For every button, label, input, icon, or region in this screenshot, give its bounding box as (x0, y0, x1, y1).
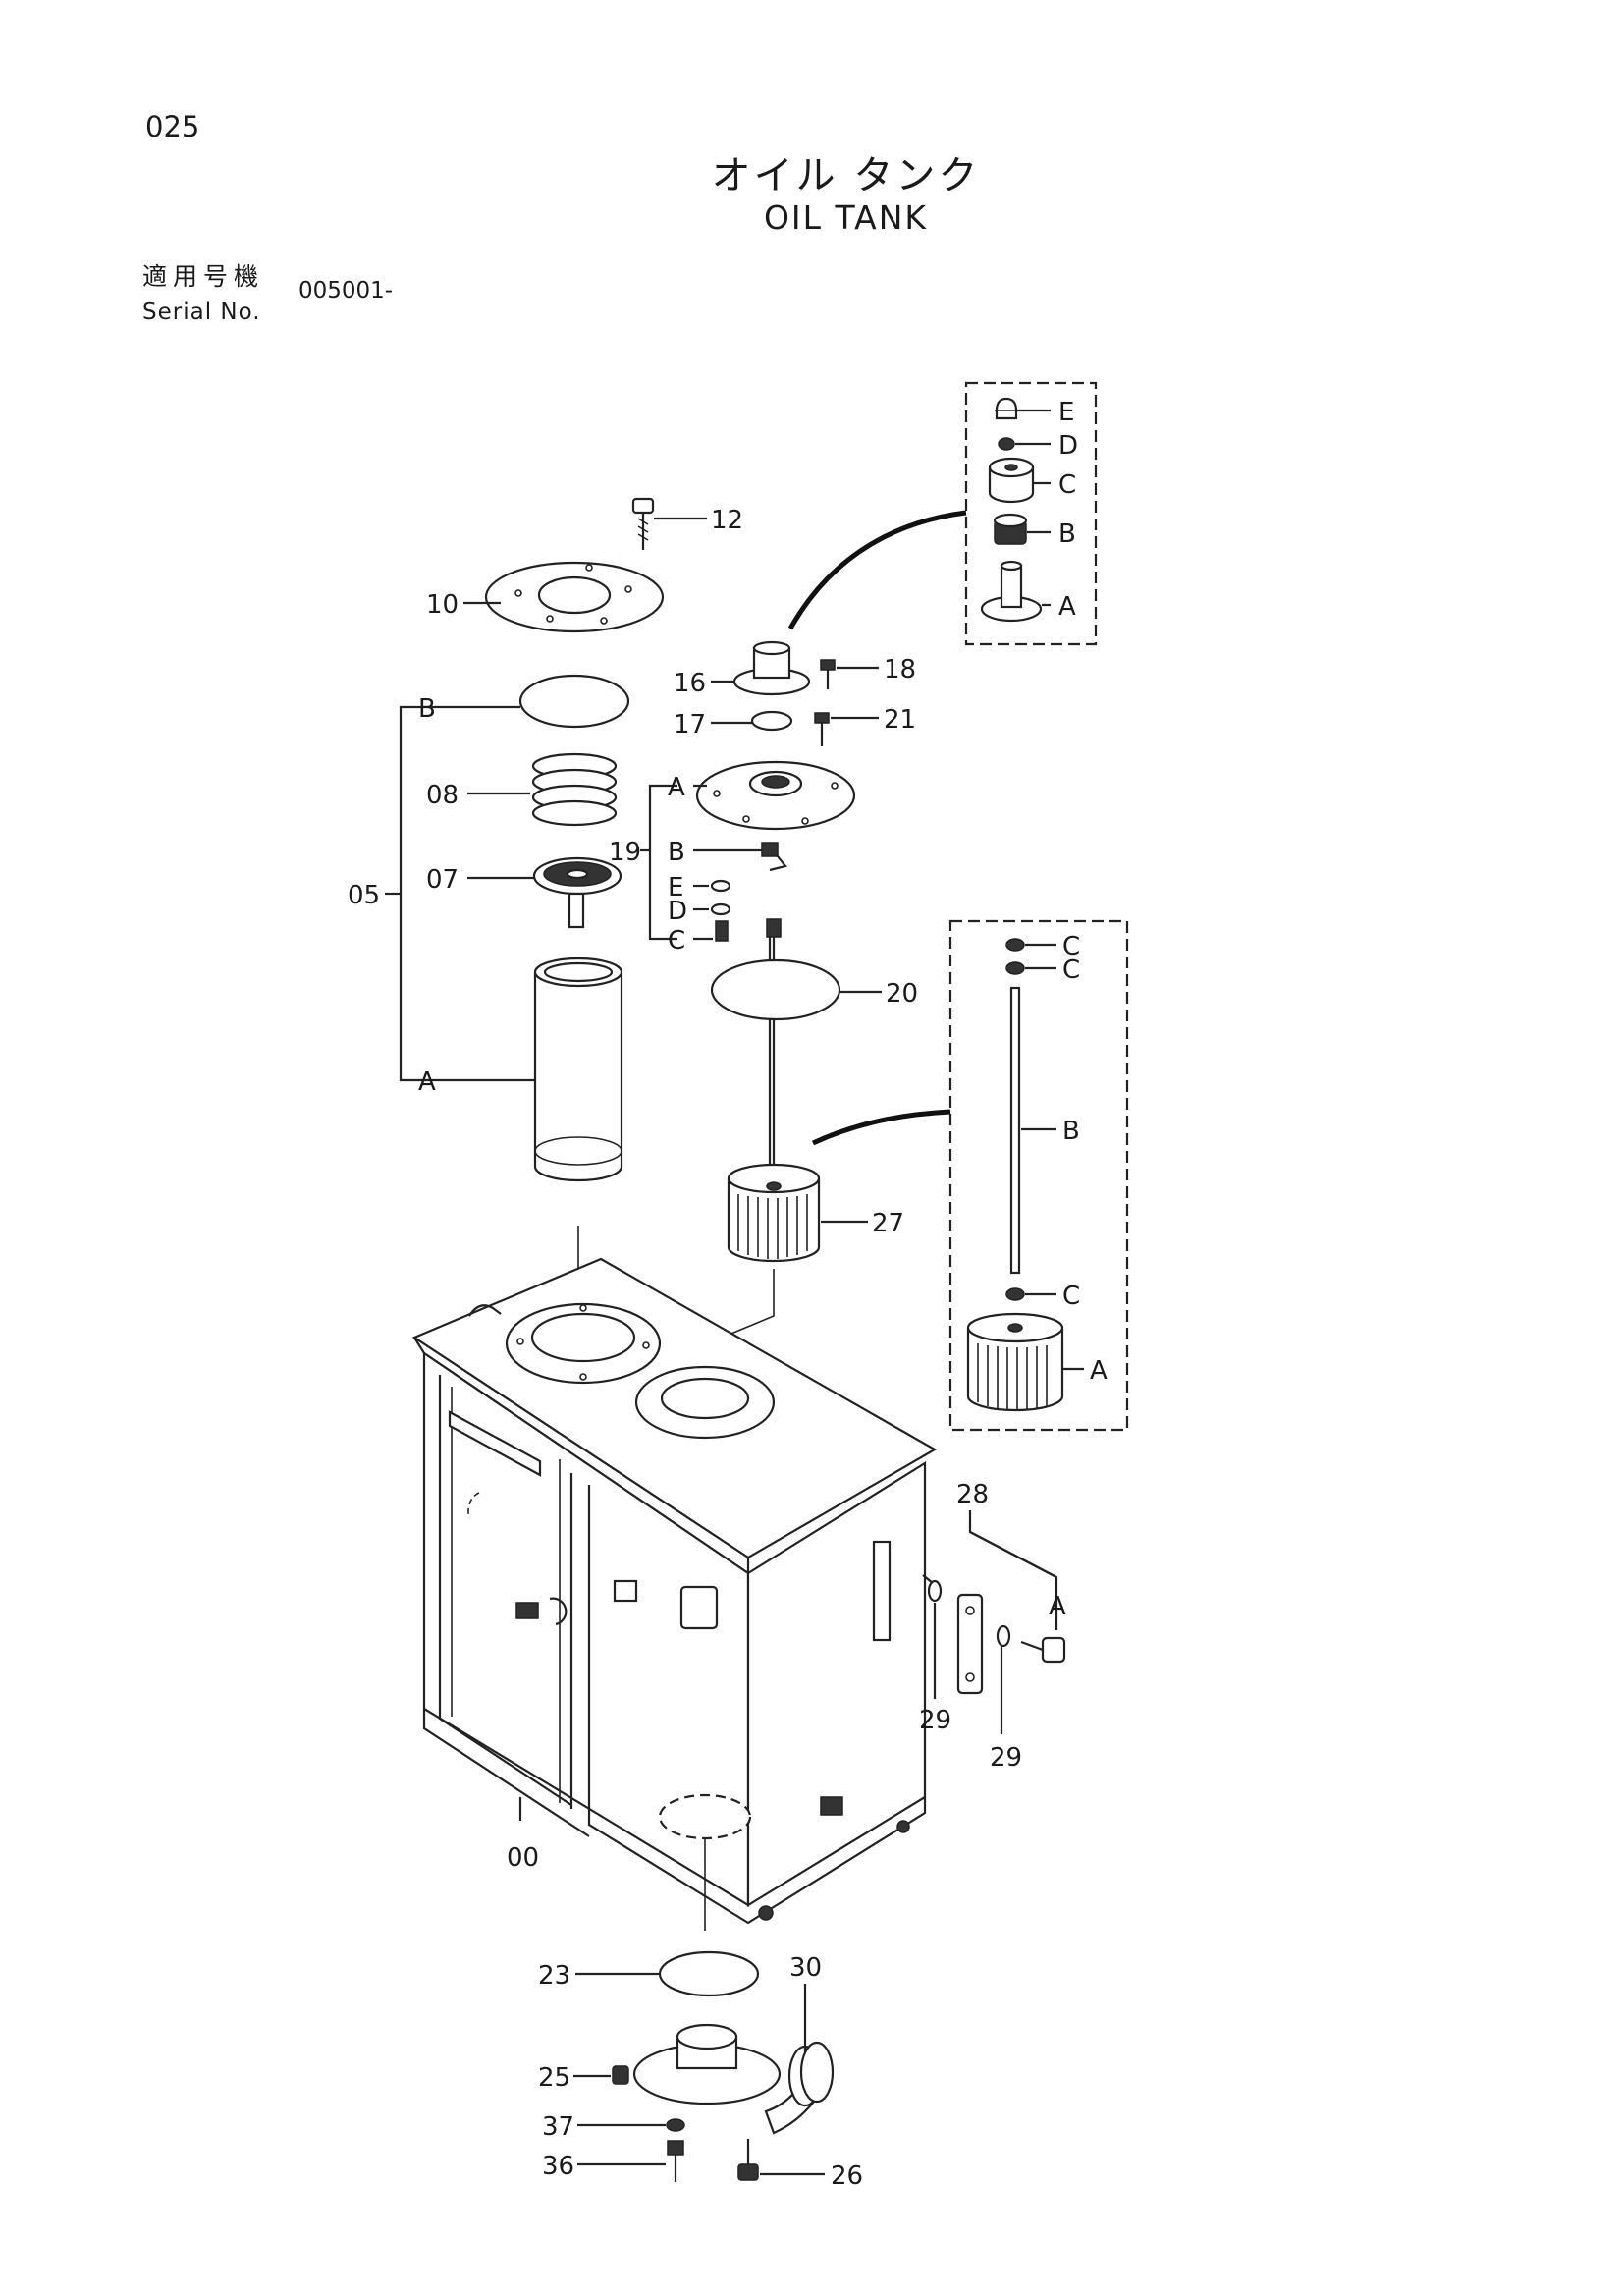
callout-19-a: A (668, 773, 685, 802)
callout-18: 18 (884, 655, 916, 684)
bolt-36 (667, 2140, 684, 2182)
callout-12: 12 (711, 506, 743, 535)
gasket-20 (710, 958, 841, 1021)
bolt-12 (631, 497, 655, 550)
callout-36: 36 (542, 2152, 574, 2181)
spring-08 (531, 752, 618, 827)
callout-detail-a: A (1058, 592, 1076, 622)
callout-10: 10 (426, 590, 459, 620)
suction-pipe-30 (632, 2023, 835, 2135)
callout-30: 30 (789, 1953, 822, 1983)
callout-25: 25 (538, 2063, 570, 2093)
plug-25 (612, 2065, 629, 2085)
callout-19-b: B (668, 838, 685, 867)
serial-label-japanese: 適用号機 (142, 262, 265, 291)
strainer-leader-curve (811, 1109, 951, 1146)
callout-detail-e: E (1058, 398, 1074, 427)
callout-19-e: E (668, 873, 683, 902)
cover-plate (484, 561, 665, 633)
callout-strainer-a: A (1090, 1356, 1108, 1386)
page-number: 025 (145, 110, 200, 143)
callout-21: 21 (884, 705, 916, 735)
callout-23: 23 (538, 1961, 570, 1991)
callout-05: 05 (348, 881, 380, 910)
strainer-detail-box (948, 919, 1129, 1432)
level-gauge-28 (927, 1579, 1066, 1695)
callout-05-a: A (418, 1067, 436, 1097)
strainer-rod (766, 918, 782, 1182)
strainer-27 (727, 1163, 821, 1263)
washer-37 (666, 2118, 685, 2132)
filter-element-05a (533, 957, 623, 1182)
callout-07: 07 (426, 865, 459, 895)
callout-detail-b: B (1058, 519, 1076, 549)
gasket-23 (658, 1950, 760, 1997)
callout-17: 17 (674, 710, 706, 739)
callout-strainer-c3: C (1062, 1282, 1080, 1311)
callout-05-b: B (418, 694, 436, 724)
callout-strainer-c1: C (1062, 932, 1080, 961)
bolt-26 (737, 2139, 759, 2181)
callout-37: 37 (542, 2112, 574, 2142)
breather-16 (732, 640, 811, 696)
bolt-21 (814, 712, 830, 746)
callout-16: 16 (674, 669, 706, 698)
callout-29b: 29 (990, 1743, 1022, 1773)
breather-detail-box (964, 381, 1098, 646)
callout-08: 08 (426, 781, 459, 810)
top-plate-19a (695, 760, 856, 831)
title-japanese: オイル タンク (711, 153, 981, 198)
callout-28-a: A (1049, 1592, 1066, 1621)
callout-detail-d: D (1058, 431, 1078, 461)
bolt-18 (820, 659, 836, 689)
bracket-19b (761, 842, 787, 872)
bolt-28a (1020, 1636, 1066, 1664)
o-ring-05b (518, 674, 630, 729)
callout-strainer-b: B (1062, 1117, 1080, 1146)
callout-00: 00 (507, 1843, 539, 1873)
callout-29a: 29 (919, 1706, 951, 1735)
callout-28: 28 (956, 1480, 989, 1509)
detail-leader-curve (787, 510, 967, 630)
o-ring-17 (750, 710, 793, 732)
callout-20: 20 (886, 979, 918, 1009)
callout-19: 19 (609, 838, 641, 867)
screw-19c (715, 920, 729, 942)
valve-07 (532, 856, 622, 929)
oil-tank-body (411, 1226, 938, 1931)
callout-19-c: C (668, 926, 685, 956)
callout-26: 26 (831, 2161, 863, 2191)
washer-19d (710, 902, 731, 916)
callout-19-d: D (668, 897, 687, 926)
serial-number-value: 005001- (298, 278, 394, 303)
callout-detail-c: C (1058, 470, 1076, 500)
washer-19e (710, 879, 731, 893)
callout-27: 27 (872, 1209, 904, 1238)
callout-strainer-c2: C (1062, 956, 1080, 985)
serial-label-english: Serial No. (142, 300, 261, 325)
title-english: OIL TANK (763, 198, 929, 237)
